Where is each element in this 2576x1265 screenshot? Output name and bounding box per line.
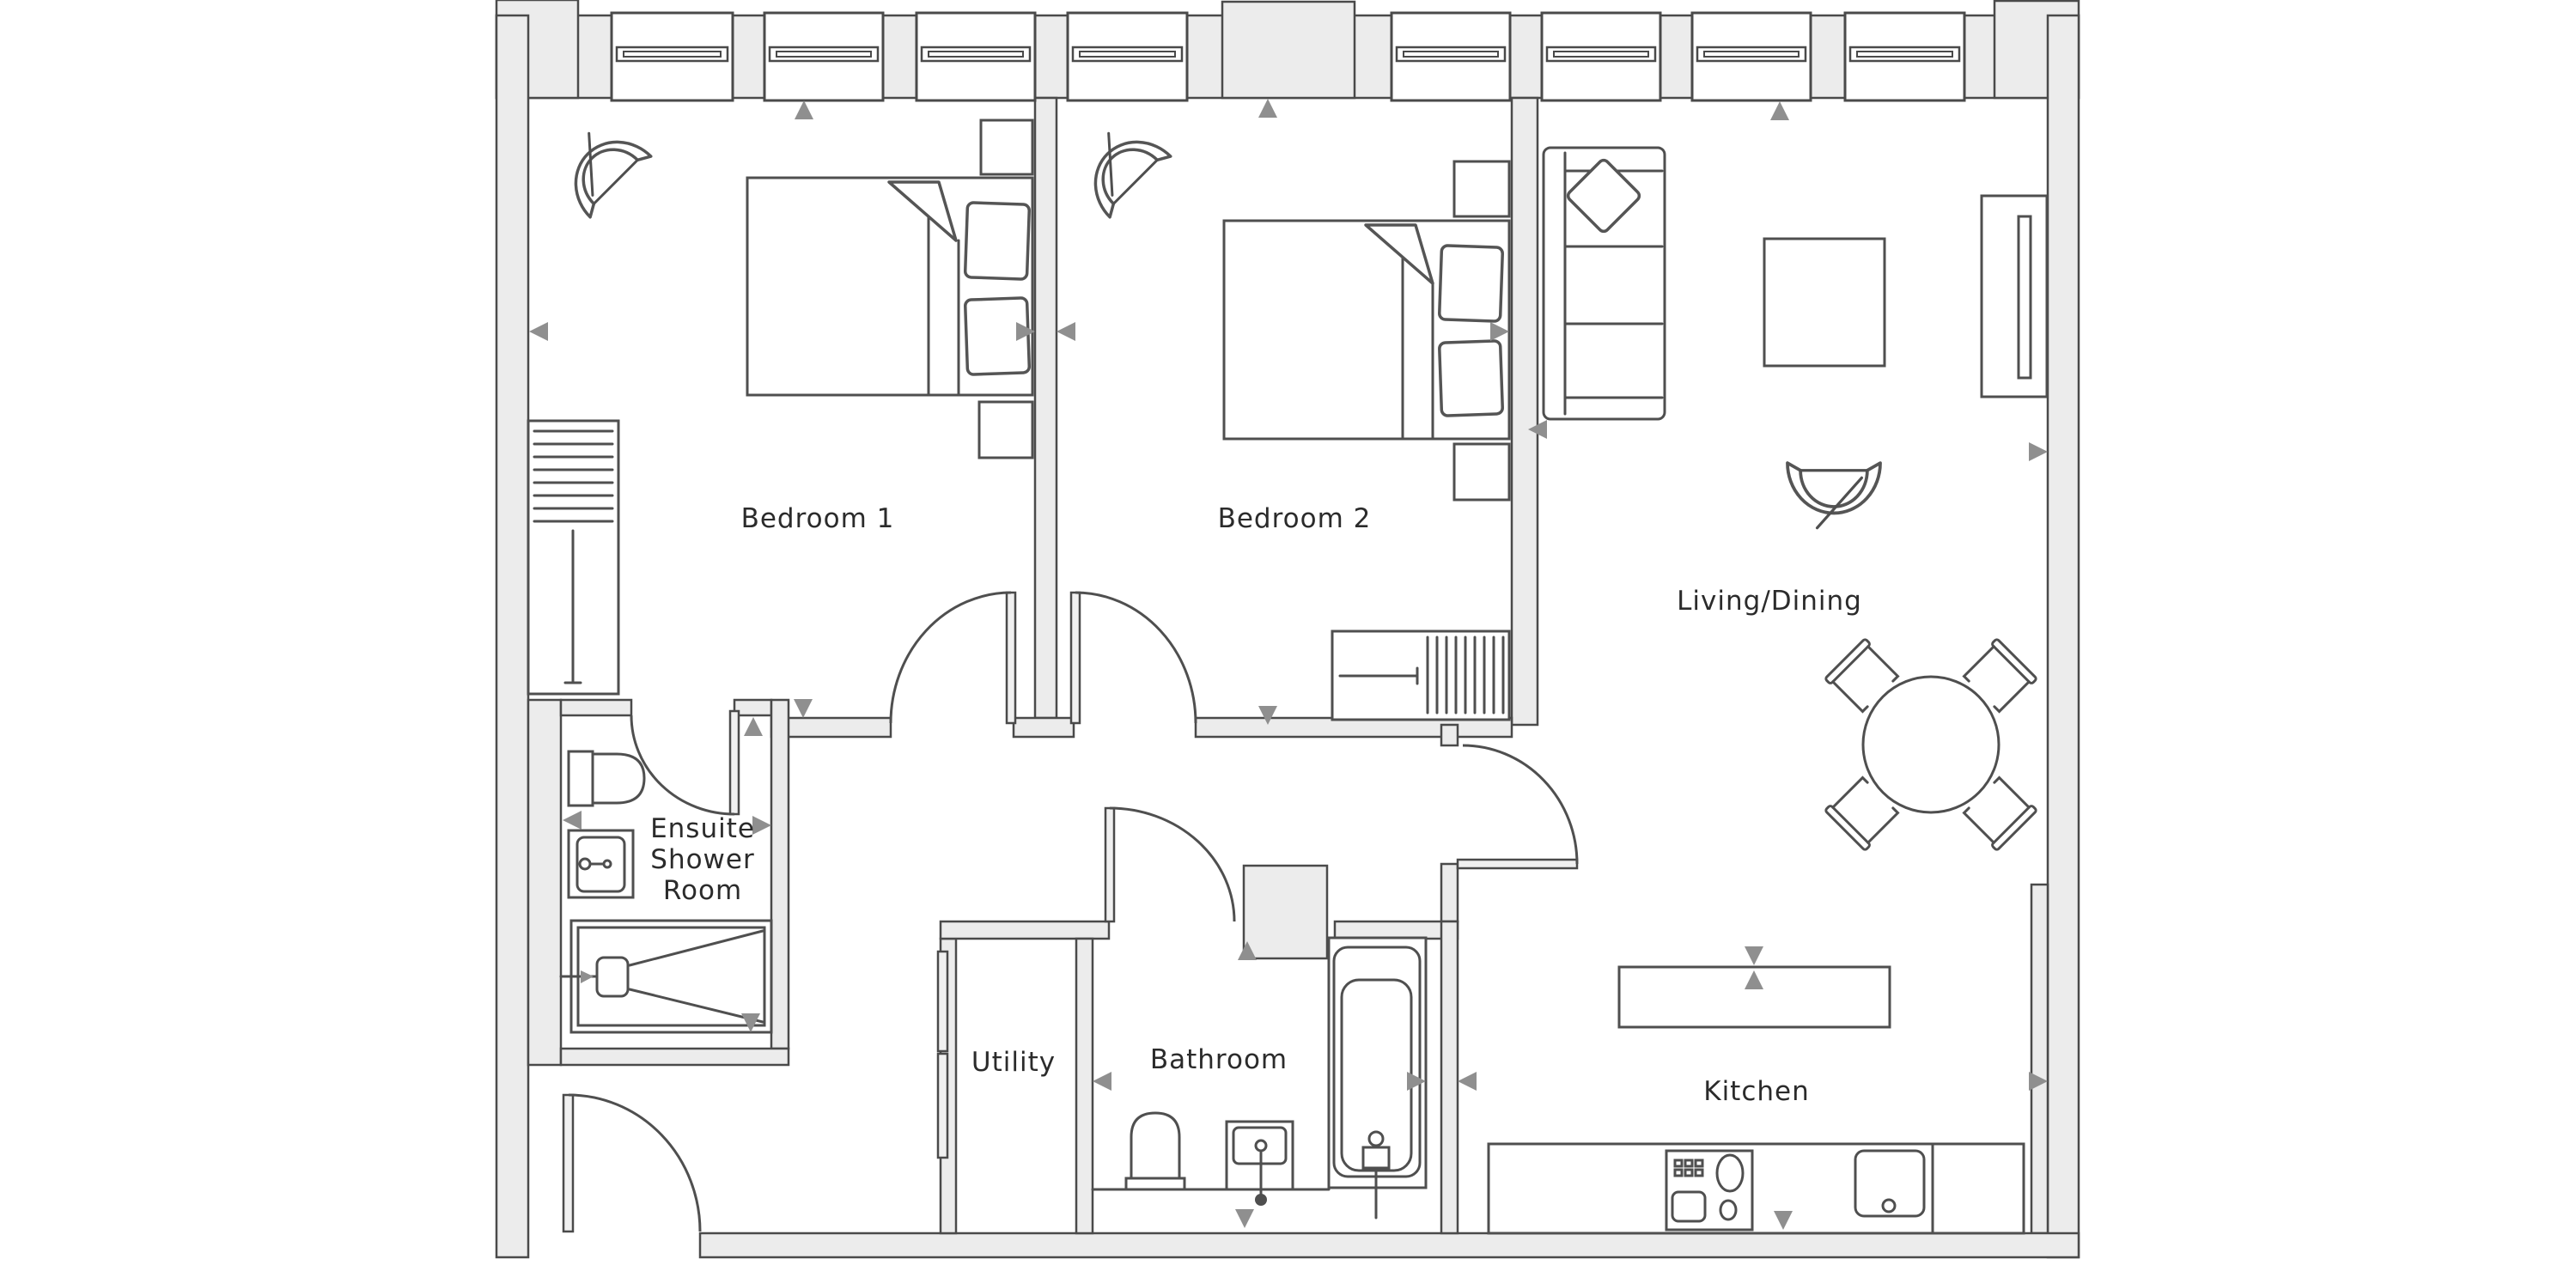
coffee-table	[1763, 237, 1886, 368]
dimension-marker-down	[1258, 706, 1277, 725]
dimension-marker-up	[744, 717, 763, 736]
armchair-bedroom-2	[1065, 112, 1172, 219]
dimension-marker-down	[1774, 1211, 1793, 1230]
dimension-marker-down	[1235, 1209, 1254, 1228]
wall-center-pier	[1221, 0, 1356, 100]
room-label-kitchen: Kitchen	[1703, 1076, 1810, 1107]
window-5	[1390, 11, 1512, 102]
armchair-bedroom-1	[545, 112, 653, 219]
window-2	[763, 11, 885, 102]
door-utility-sliding	[936, 950, 949, 1159]
door-living	[1456, 744, 1579, 870]
window-6	[1540, 11, 1662, 102]
room-label-utility: Utility	[971, 1047, 1056, 1078]
dimension-marker-up	[1745, 970, 1763, 989]
bedside-table-1b	[977, 400, 1034, 459]
shower	[559, 919, 773, 1034]
window-4	[1066, 11, 1189, 102]
doors-group	[562, 591, 1579, 1233]
wall-ensuite-top-left	[559, 698, 633, 717]
wall-bedroom2-living-divider	[1510, 96, 1539, 727]
dining-table	[1861, 675, 2001, 814]
bedside-table-2b	[1452, 442, 1511, 502]
sofa	[1542, 146, 1666, 421]
wardrobe-2	[1331, 629, 1511, 721]
wall-living-stub	[1440, 723, 1459, 747]
door-ensuite	[630, 709, 740, 816]
bedside-table-2a	[1452, 160, 1511, 218]
dimension-marker-right	[2029, 1072, 2048, 1091]
door-bedroom-2	[1069, 591, 1197, 725]
wardrobe-1	[527, 419, 620, 696]
kitchen-sink	[1854, 1149, 1926, 1218]
wall-ensuite-lining	[527, 698, 563, 1067]
wall-bottom	[698, 1232, 2080, 1259]
wall-bathroom-top	[1333, 920, 1459, 940]
wall-right	[2046, 14, 2080, 1259]
wall-ensuite-bottom	[559, 1047, 790, 1067]
bed-2	[1222, 219, 1511, 441]
hob	[1665, 1149, 1754, 1232]
door-entrance	[562, 1093, 702, 1233]
kitchen-counter	[1487, 1142, 2025, 1235]
dimension-marker-left	[1458, 1072, 1477, 1091]
wall-bedroom-divider	[1033, 96, 1058, 720]
dimension-marker-down	[741, 1013, 760, 1032]
bedside-table-1a	[979, 119, 1034, 176]
dimension-marker-left	[529, 322, 548, 341]
dimension-markers-group	[529, 99, 2048, 1230]
dimension-marker-up	[1770, 101, 1789, 120]
dimension-marker-right	[1407, 1072, 1426, 1091]
window-7	[1690, 11, 1812, 102]
dimension-marker-right	[752, 816, 771, 835]
dimension-marker-up	[1258, 99, 1277, 118]
wall-left	[495, 14, 530, 1259]
furniture-group	[527, 112, 2049, 1235]
dimension-marker-left	[1093, 1072, 1111, 1091]
tv-unit	[1980, 194, 2049, 398]
room-label-bathroom: Bathroom	[1150, 1044, 1288, 1075]
armchair-living	[1786, 461, 1882, 530]
window-1	[610, 11, 734, 102]
dimension-marker-down	[794, 699, 813, 718]
toilet-bathroom	[1124, 1111, 1186, 1191]
wall-utility-top	[939, 920, 1111, 940]
window-8	[1843, 11, 1966, 102]
wall-utility-bathroom-divider	[1075, 937, 1094, 1235]
dimension-marker-left	[1528, 420, 1547, 439]
service-shaft	[1242, 864, 1329, 960]
room-label-bedroom-2: Bedroom 2	[1218, 503, 1372, 534]
room-label-bedroom-1: Bedroom 1	[741, 503, 895, 534]
wall-living-below-door	[1440, 862, 1459, 923]
basin-ensuite	[567, 829, 635, 899]
window-3	[915, 11, 1037, 102]
dimension-marker-up	[1238, 941, 1257, 960]
bath	[1327, 936, 1428, 1219]
dimension-marker-right	[2029, 442, 2048, 461]
door-bathroom	[1104, 806, 1236, 923]
dimension-marker-left	[1057, 322, 1075, 341]
room-label-living-dining: Living/Dining	[1677, 586, 1862, 617]
wall-ensuite-top-right	[733, 698, 773, 717]
dimension-marker-right	[1016, 322, 1035, 341]
bed-1	[746, 176, 1034, 397]
wall-ensuite-right	[770, 698, 790, 1050]
dimension-marker-right	[1490, 322, 1509, 341]
toilet-ensuite	[567, 750, 646, 807]
basin-bathroom	[1225, 1120, 1294, 1206]
wall-bathroom-kitchen	[1440, 920, 1459, 1235]
windows-group	[610, 11, 1966, 102]
walls-group	[495, 0, 2080, 1259]
dimension-marker-down	[1745, 946, 1763, 965]
wall-right-inset	[2030, 883, 2049, 1235]
door-bedroom-1	[889, 591, 1017, 725]
dimension-marker-left	[563, 811, 582, 830]
dimension-marker-up	[795, 100, 813, 119]
wall-bedroom-divider-cap	[1012, 716, 1075, 739]
